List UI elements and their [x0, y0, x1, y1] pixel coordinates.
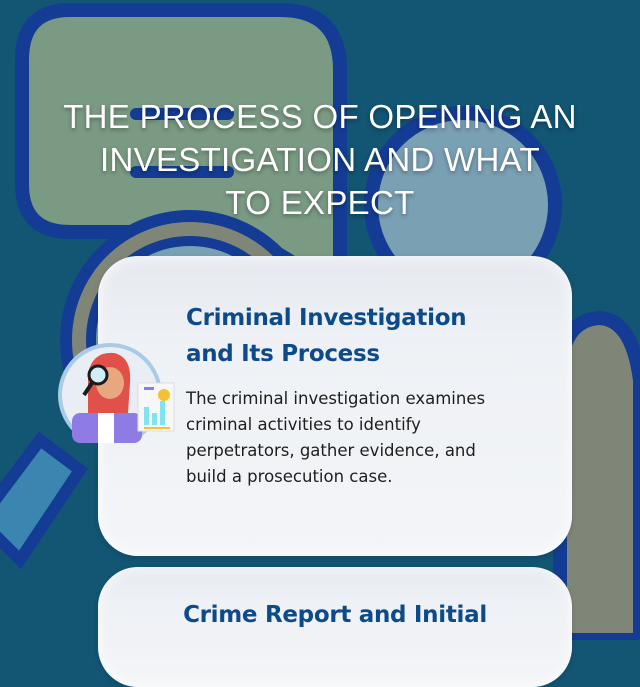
info-card-criminal-investigation: Criminal Investigation and Its Process T… — [98, 256, 572, 556]
card-body-line: build a prosecution case. — [186, 467, 393, 486]
card-body-text: The criminal investigation examines crim… — [186, 386, 556, 490]
bubble-line-icon — [130, 166, 234, 178]
detective-woman-icon — [58, 343, 175, 443]
card-body-line: criminal activities to identify — [186, 415, 421, 434]
magnifier-handle-shape — [0, 431, 89, 570]
card-heading-line: Criminal Investigation — [186, 305, 467, 331]
page-title-line: TO EXPECT — [225, 184, 415, 221]
card-heading-line: Crime Report and Initial — [183, 602, 487, 628]
card-heading-line: and Its Process — [186, 341, 380, 367]
info-card-crime-report: Crime Report and Initial — [98, 567, 572, 687]
card-body-line: perpetrators, gather evidence, and — [186, 441, 476, 460]
card-heading: Crime Report and Initial — [98, 597, 572, 633]
page-title-line: THE PROCESS OF OPENING AN — [63, 98, 577, 135]
card-heading: Criminal Investigation and Its Process — [186, 300, 546, 372]
card-body-line: The criminal investigation examines — [186, 389, 486, 408]
bubble-line-icon — [130, 108, 234, 120]
person-body-shape — [553, 310, 640, 640]
page-title: THE PROCESS OF OPENING AN INVESTIGATION … — [0, 95, 640, 224]
page-title-line: INVESTIGATION AND WHAT — [100, 141, 540, 178]
